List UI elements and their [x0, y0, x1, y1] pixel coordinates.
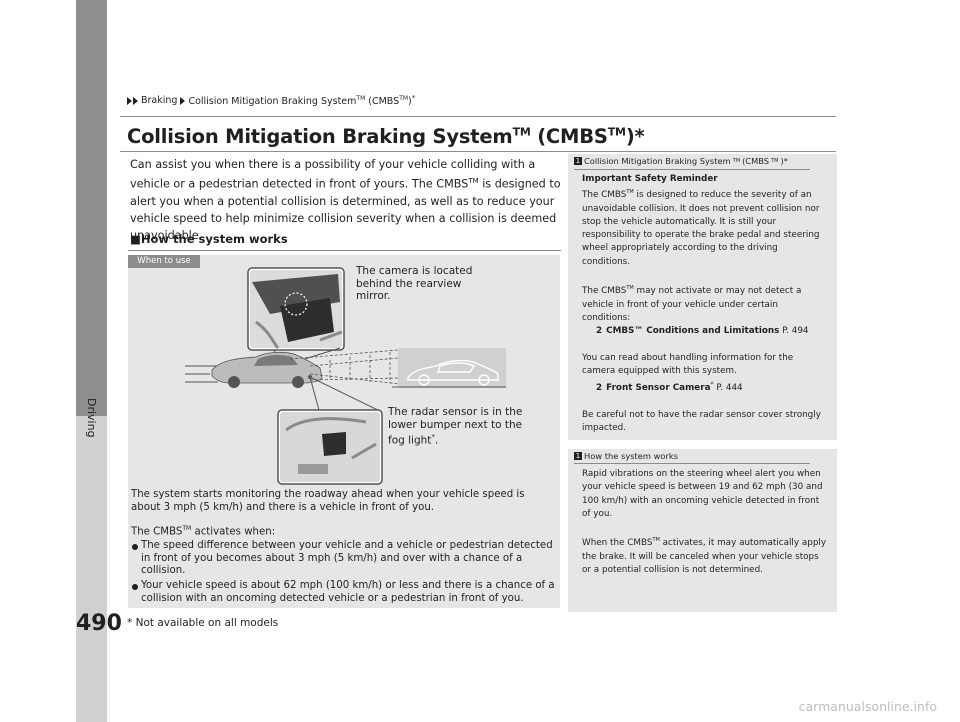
chapter-label: Driving — [85, 398, 98, 438]
note-text-how-it-works: Rapid vibrations on the steering wheel a… — [582, 469, 827, 575]
watermark: carmanualsonline.info — [798, 699, 937, 714]
intro-paragraph: Can assist you when there is a possibili… — [130, 158, 561, 242]
when-to-use-tag: When to use — [128, 255, 200, 268]
own-vehicle-icon — [211, 351, 323, 388]
breadcrumb-arrow-icon — [133, 96, 138, 105]
vehicle-ahead-icon — [407, 359, 499, 386]
footnote: * Not available on all models — [127, 617, 279, 629]
title-rule — [120, 151, 836, 152]
breadcrumb-item-cmbs[interactable]: Collision Mitigation Braking SystemTM (C… — [188, 94, 416, 108]
page-title: Collision Mitigation Braking SystemTM (C… — [127, 125, 645, 148]
note-box-cmbs — [568, 154, 837, 440]
page-reference-icon: 2 — [596, 383, 603, 394]
section-heading: ■How the system works — [130, 232, 288, 246]
vehicle-ahead-box — [398, 348, 506, 388]
activation-condition-item: Your vehicle speed is about 62 mph (100 … — [131, 580, 557, 605]
note-text-cmbs: Important Safety Reminder The CMBSTM is … — [582, 173, 827, 435]
breadcrumb: Braking Collision Mitigation Braking Sys… — [127, 94, 415, 107]
system-illustration — [185, 267, 506, 485]
activates-when-text: The CMBSTM activates when: — [131, 525, 276, 538]
note-rule — [574, 463, 810, 464]
bullet-icon — [132, 544, 138, 550]
section-rule — [128, 250, 561, 251]
radar-location-label: The radar sensor is in the lower bumper … — [388, 406, 523, 447]
page-reference-icon: 2 — [596, 326, 603, 337]
reference-icon: 1 — [574, 157, 582, 165]
monitoring-text: The system starts monitoring the roadway… — [131, 489, 525, 513]
camera-location-label: The camera is located behind the rearvie… — [356, 265, 473, 302]
radar-sensor-icon — [322, 432, 346, 456]
detection-beam — [289, 349, 401, 385]
section-marker-icon: ■ — [130, 232, 141, 246]
page-number: 490 — [76, 611, 122, 636]
activation-condition-item: The speed difference between your vehicl… — [131, 540, 557, 578]
bullet-icon — [132, 584, 138, 590]
breadcrumb-arrow-icon — [180, 96, 186, 105]
reference-icon: 1 — [574, 452, 582, 460]
breadcrumb-arrow-icon — [127, 96, 132, 105]
header-rule — [120, 116, 836, 117]
note-rule — [574, 169, 810, 170]
camera-icon — [284, 292, 308, 316]
chapter-tab-lower — [76, 416, 107, 722]
chapter-tab — [76, 0, 107, 416]
breadcrumb-item-braking[interactable]: Braking — [141, 95, 178, 107]
note-box-how-it-works — [568, 449, 837, 612]
